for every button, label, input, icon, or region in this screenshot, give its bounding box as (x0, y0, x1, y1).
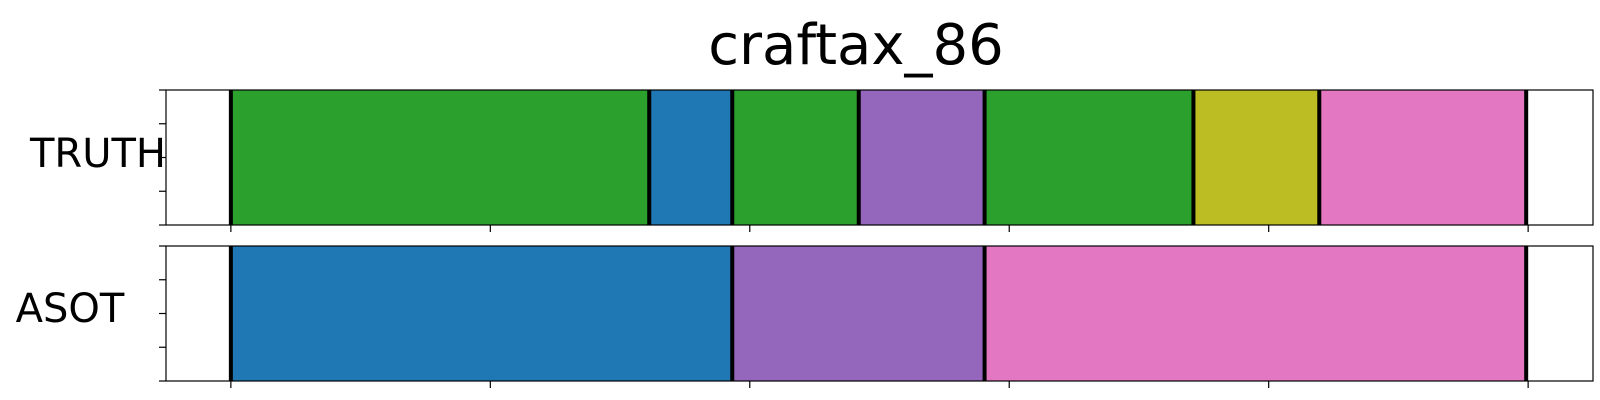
segment-truth-3 (732, 90, 859, 225)
segment-asot-1 (230, 246, 733, 381)
row-asot: ASOT (16, 245, 1594, 388)
segment-truth-8 (1526, 90, 1593, 225)
segment-truth-6 (1193, 90, 1320, 225)
segment-asot-0 (166, 246, 231, 381)
rows-group: TRUTH ASOT (16, 89, 1594, 388)
segment-asot-3 (984, 246, 1527, 381)
row-label-truth: TRUTH (29, 131, 166, 177)
segment-truth-2 (649, 90, 733, 225)
segment-truth-5 (984, 90, 1194, 225)
segment-truth-4 (858, 90, 985, 225)
segment-truth-7 (1319, 90, 1527, 225)
row-label-asot: ASOT (16, 286, 125, 332)
segment-asot-4 (1526, 246, 1593, 381)
row-truth: TRUTH (29, 89, 1594, 232)
segment-truth-0 (166, 90, 231, 225)
segment-truth-1 (230, 90, 650, 225)
segment-asot-2 (732, 246, 985, 381)
chart-title: craftax_86 (708, 13, 1004, 78)
